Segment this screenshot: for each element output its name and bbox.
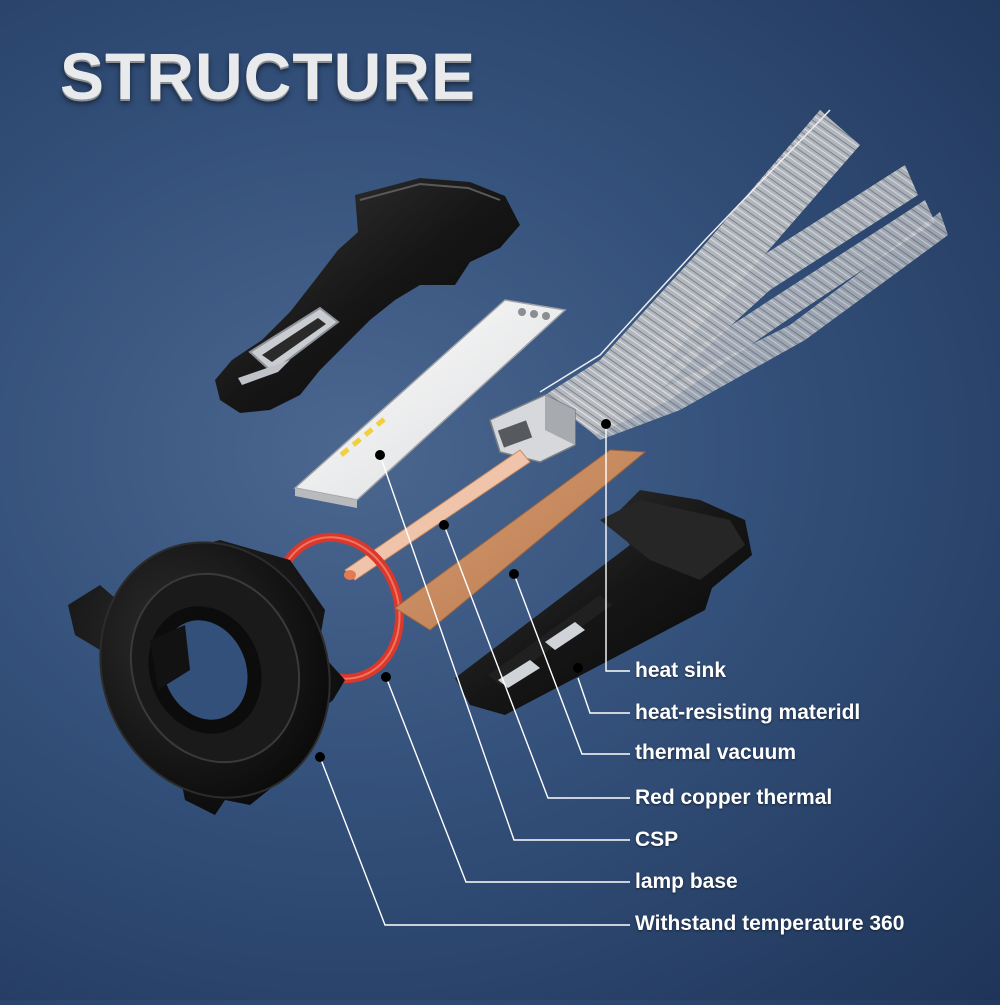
leader-lines [319, 424, 630, 926]
callout-dot-heat-resisting [573, 663, 583, 673]
label-csp: CSP [635, 828, 679, 851]
label-withstand: Withstand temperature 360 [635, 912, 905, 935]
housing-tray [455, 490, 752, 715]
label-heat-resisting: heat-resisting materidl [635, 701, 861, 724]
copper-pad [394, 449, 647, 631]
copper-rod [344, 449, 531, 581]
connector-part [215, 178, 520, 413]
callout-dot-red-copper [439, 520, 449, 530]
page-title: STRUCTURE [60, 39, 476, 113]
label-heat-sink: heat sink [635, 659, 727, 682]
callout-dot-thermal-vacuum [509, 569, 519, 579]
label-lamp-base: lamp base [635, 870, 738, 893]
callout-dot-withstand [315, 752, 325, 762]
csp-board [293, 299, 567, 508]
lamp-base-part [68, 540, 345, 815]
callout-dot-csp [375, 450, 385, 460]
callout-dot-lamp-base [381, 672, 391, 682]
label-red-copper: Red copper thermal [635, 786, 833, 809]
callout-dots [315, 419, 611, 762]
heat-sink-braid [489, 109, 948, 463]
label-thermal-vacuum: thermal vacuum [635, 741, 797, 764]
callout-dot-heat-sink [601, 419, 611, 429]
